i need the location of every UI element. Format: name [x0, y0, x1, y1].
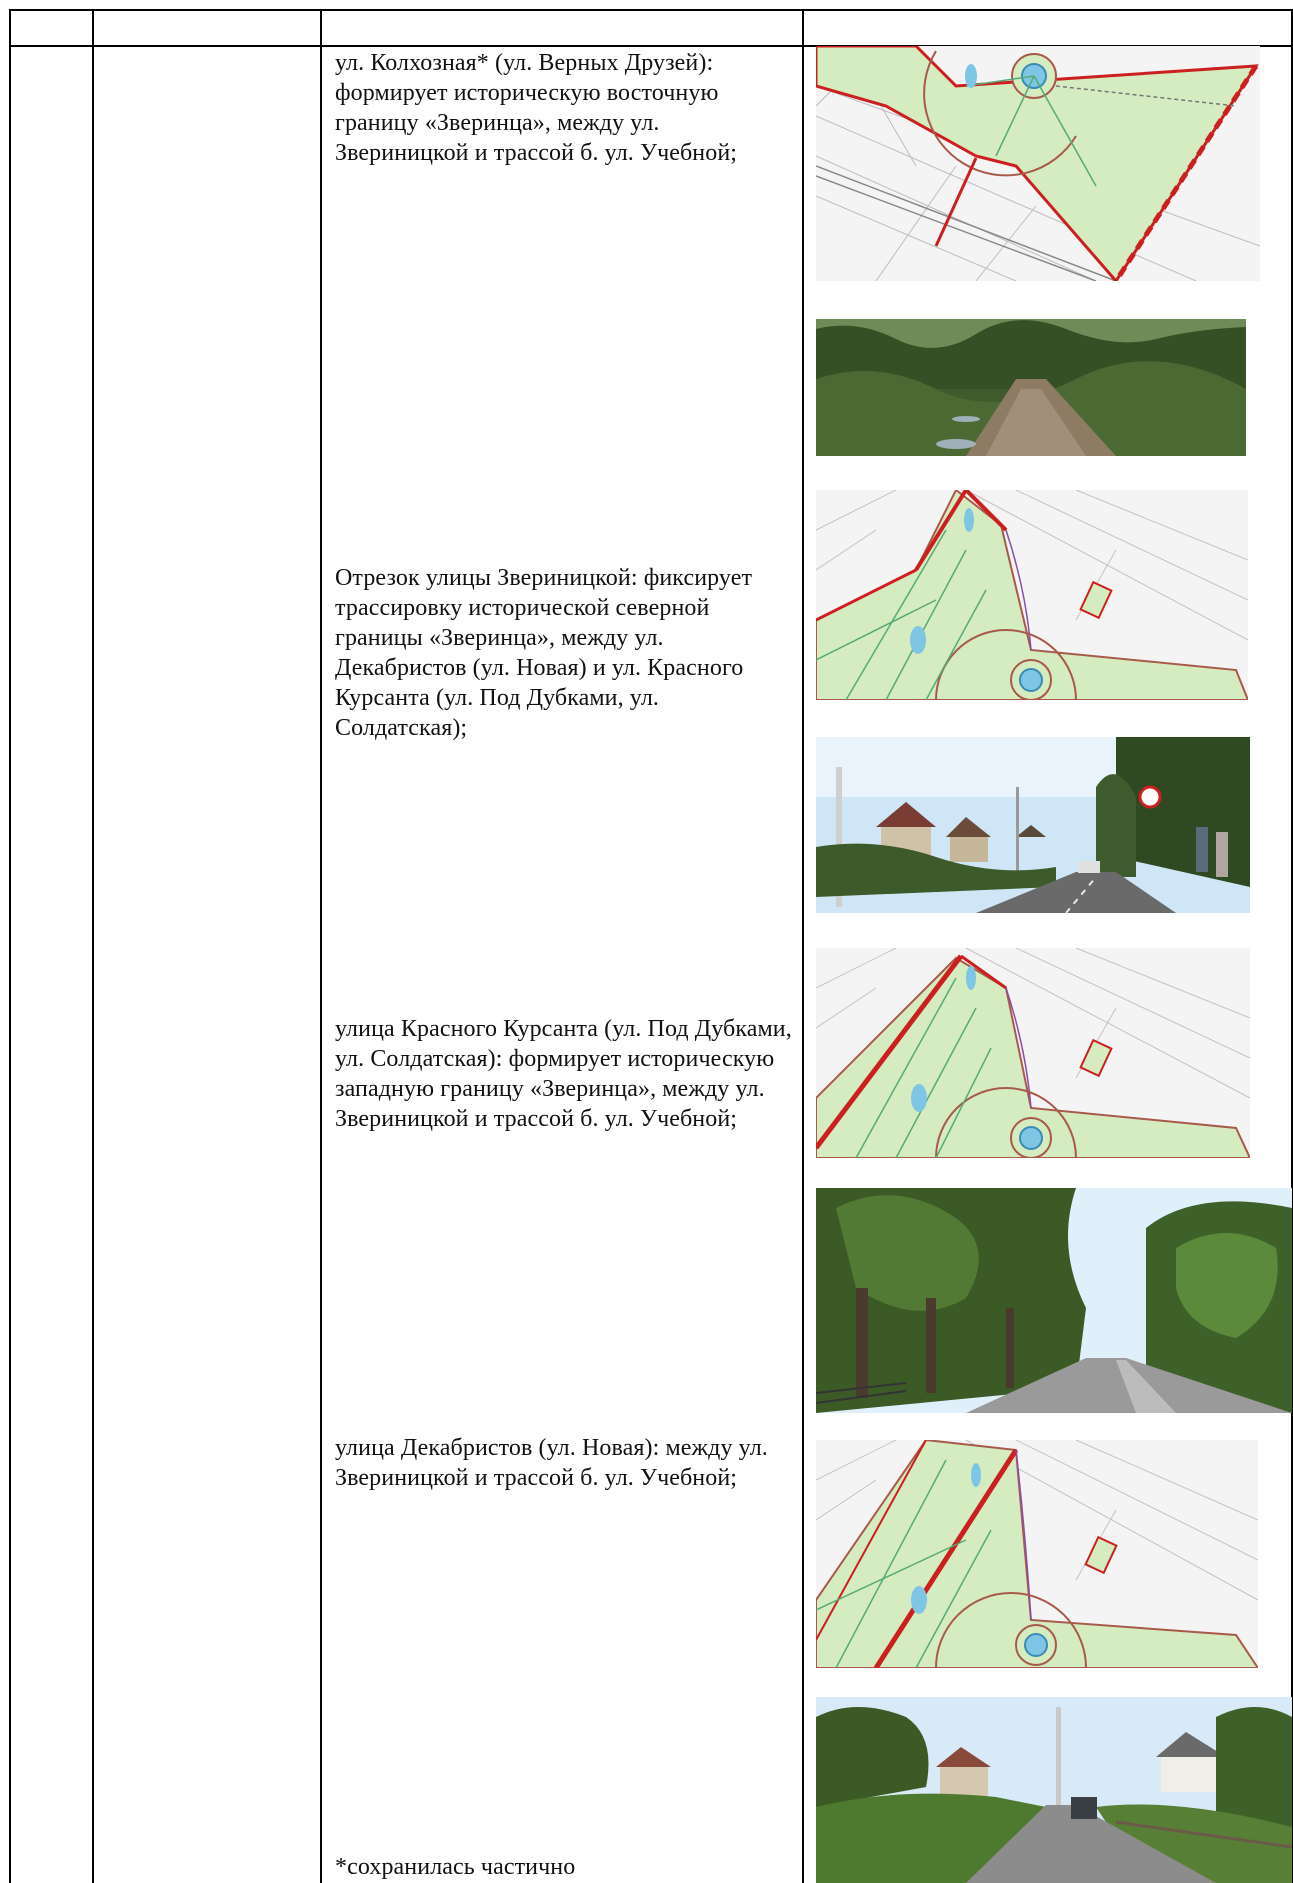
map-image-dekabristov — [816, 1440, 1258, 1668]
entry-text-kolkhoznaya: ул. Колхозная* (ул. Верных Друзей): форм… — [335, 50, 738, 166]
map-image-kolkhoznaya — [816, 46, 1260, 281]
entry-text-dekabristov: улица Декабристов (ул. Новая): между ул.… — [335, 1435, 768, 1491]
header-cell-4 — [804, 11, 1290, 44]
map-image-krasnogo-kursanta — [816, 948, 1250, 1158]
photo-image-street-houses — [816, 737, 1250, 913]
entry-text-krasnogo-kursanta: улица Красного Курсанта (ул. Под Дубками… — [335, 1016, 792, 1132]
table-border-right — [1291, 9, 1293, 1883]
entry-text-zverinitskaya: Отрезок улицы Звериницкой: фиксирует тра… — [335, 565, 753, 741]
map-image-zverinitskaya — [816, 490, 1248, 700]
header-cell-2 — [94, 11, 319, 44]
header-cell-3 — [322, 11, 801, 44]
table-header-divider — [9, 45, 1293, 47]
table-column-divider-2 — [320, 9, 322, 1883]
photo-image-dirt-road — [816, 319, 1246, 456]
header-cell-1 — [11, 11, 91, 44]
table-border-top — [9, 9, 1293, 11]
table-column-divider-3 — [802, 9, 804, 1883]
table-border-left — [9, 9, 11, 1883]
footnote: *сохранилась частично — [335, 1854, 576, 1880]
photo-image-narrow-road — [816, 1697, 1292, 1883]
table-column-divider-1 — [92, 9, 94, 1883]
photo-image-tree-lined-street — [816, 1188, 1292, 1413]
